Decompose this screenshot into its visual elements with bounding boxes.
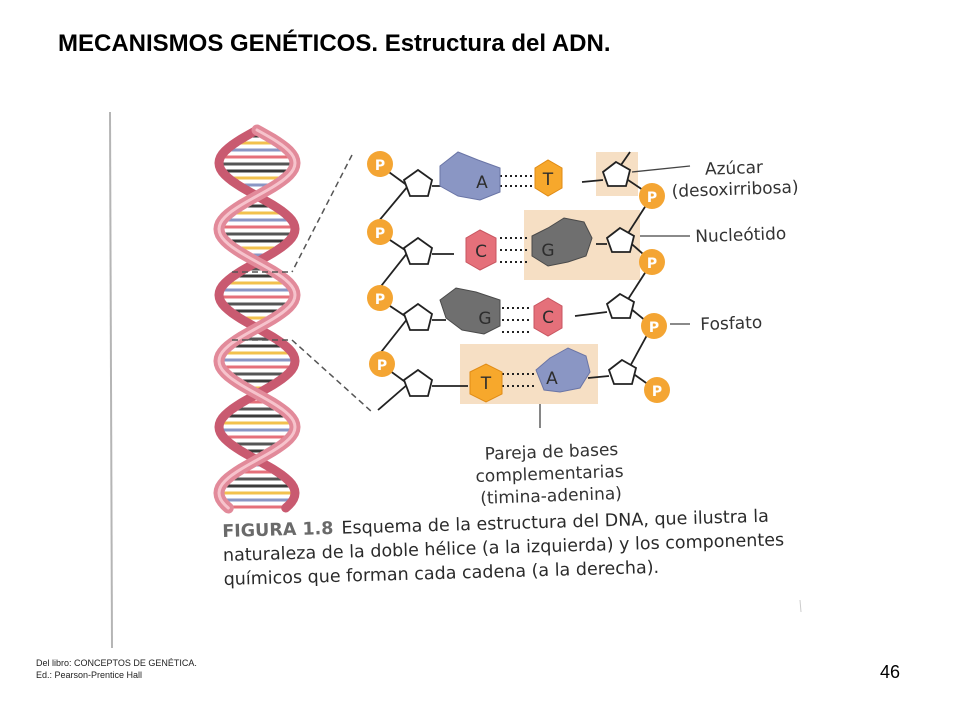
sugar-icon [402, 302, 434, 331]
right-backbone-links [624, 177, 657, 391]
right-sugars [601, 160, 638, 385]
sugar-icon [601, 160, 632, 187]
phosphates: P P P P P P P P [367, 151, 670, 403]
phosphate-letter: P [652, 384, 662, 400]
label-desoxirribosa: (desoxirribosa) [671, 178, 799, 202]
sugar-icon [402, 368, 434, 397]
label-pareja-1: Pareja de bases [484, 440, 618, 465]
label-nucleotido: Nucleótido [695, 224, 787, 247]
dna-figure: A T C G G C T A P P P P P P [109, 111, 802, 649]
base-pair-4: T A [469, 347, 591, 403]
sugar-icon [402, 168, 434, 197]
page-number: 46 [879, 662, 900, 682]
base-letter: A [546, 369, 558, 389]
thymine-base [534, 159, 563, 197]
caption-label: FIGURA 1.8 [222, 518, 334, 542]
cytosine-base [533, 297, 563, 337]
base-letter: T [480, 374, 492, 394]
phosphate-icon: P [639, 183, 665, 209]
figure-labels: Azúcar (desoxirribosa) Nucleótido Fosfat… [475, 158, 799, 509]
phosphate-icon: P [367, 285, 393, 311]
phosphate-letter: P [377, 358, 387, 374]
source-line-1: Del libro: CONCEPTOS DE GENÉTICA. [36, 658, 197, 668]
scan-edge-line [109, 111, 113, 649]
sugar-icon [605, 292, 636, 319]
adenine-base [535, 347, 591, 393]
phosphate-icon: P [644, 377, 670, 403]
phosphate-letter: P [375, 158, 385, 174]
source-note: Del libro: CONCEPTOS DE GENÉTICA. Ed.: P… [36, 657, 197, 681]
scanned-figure: A T C G G C T A P P P P P P [105, 110, 805, 650]
phosphate-letter: P [647, 190, 657, 206]
thymine-base [469, 363, 503, 403]
left-backbone [377, 185, 409, 411]
sugar-base-bonds [432, 179, 610, 387]
base-letter: G [478, 309, 491, 329]
source-line-2: Ed.: Pearson-Prentice Hall [36, 670, 143, 680]
base-letter: A [476, 173, 488, 193]
phosphate-letter: P [647, 256, 657, 272]
label-azucar: Azúcar [705, 158, 764, 180]
guanine-base [531, 217, 593, 267]
base-letter: C [475, 242, 487, 262]
cytosine-base [465, 229, 497, 271]
sugar-icon [605, 226, 636, 253]
base-pair-2: C G [465, 217, 593, 271]
phosphate-icon: P [369, 351, 395, 377]
label-pareja-2: complementarias [475, 462, 624, 487]
sugar-icon [402, 236, 434, 265]
zoom-line-top [291, 154, 353, 273]
label-pareja-3: (timina-adenina) [480, 484, 622, 509]
phosphate-icon: P [367, 151, 393, 177]
sugar-icon [607, 358, 638, 385]
scan-mark [799, 599, 802, 613]
phosphate-letter: P [649, 320, 659, 336]
helix-strand-highlight [217, 128, 297, 510]
base-letter: C [542, 308, 554, 328]
leader-azucar [631, 165, 691, 173]
phosphate-icon: P [639, 249, 665, 275]
phosphate-letter: P [375, 226, 385, 242]
base-letter: G [541, 241, 554, 261]
base-pair-3: G C [439, 287, 563, 337]
phosphate-icon: P [641, 313, 667, 339]
hydrogen-bonds [500, 175, 534, 387]
phosphate-letter: P [375, 292, 385, 308]
guanine-base [439, 287, 501, 335]
label-fosfato: Fosfato [700, 313, 763, 335]
phosphate-icon: P [367, 219, 393, 245]
adenine-base [439, 151, 501, 201]
left-sugars [402, 168, 434, 397]
zoom-line-bottom [291, 339, 373, 413]
slide-title: MECANISMOS GENÉTICOS. Estructura del ADN… [58, 30, 611, 57]
left-backbone-links [377, 163, 409, 385]
double-helix [213, 124, 301, 514]
base-pair-1: A T [439, 151, 563, 201]
base-letter: T [542, 170, 554, 190]
